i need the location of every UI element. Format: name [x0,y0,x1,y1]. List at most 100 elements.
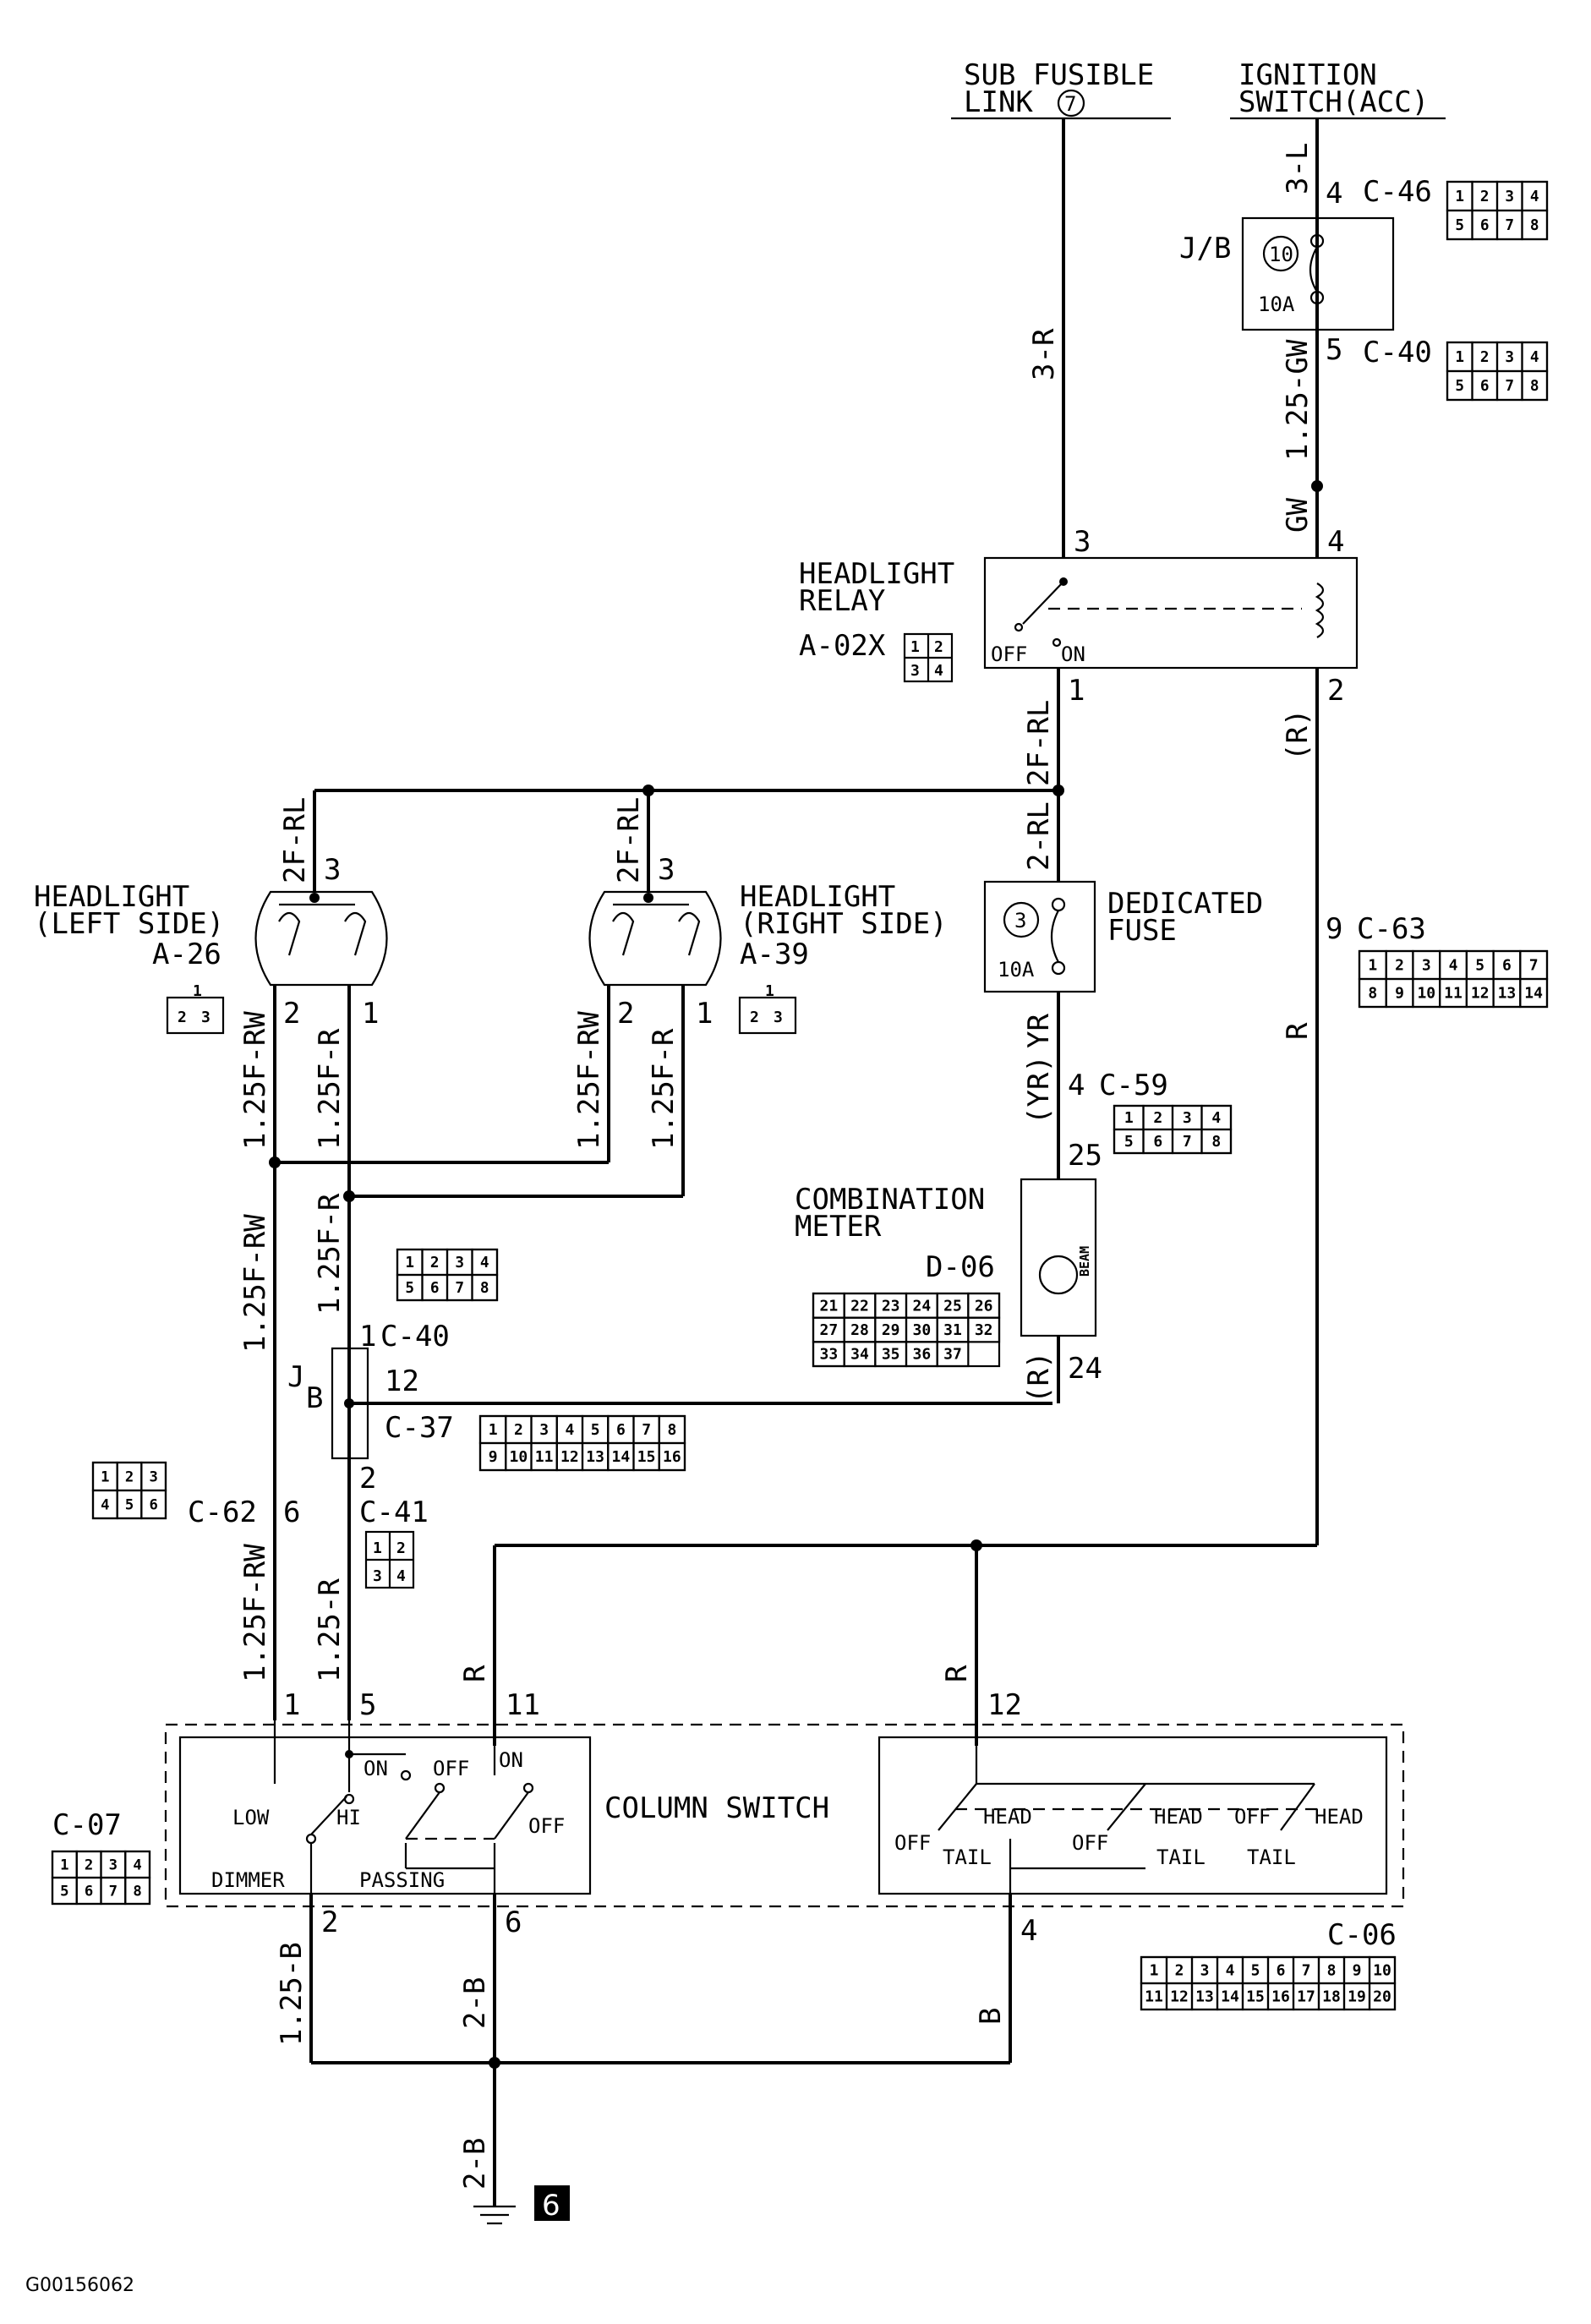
connector-pin: 34 [850,1346,869,1364]
svg-text:C-59: C-59 [1099,1069,1168,1102]
connector-c41: 1 2 3 4 [364,1530,415,1589]
svg-text:D-06: D-06 [926,1250,995,1284]
connector-pin: 9 [489,1448,498,1466]
connector-pin: 6 [1480,217,1490,234]
svg-text:DIMMER: DIMMER [211,1868,285,1892]
svg-text:1.25F-RW: 1.25F-RW [238,1544,272,1682]
connector-pin: 4 [133,1857,141,1874]
svg-text:A-26: A-26 [152,938,221,971]
svg-text:1.25-B: 1.25-B [275,1942,309,2046]
connector-pin: 3 [149,1469,157,1486]
svg-text:HEAD: HEAD [1154,1805,1203,1829]
svg-text:1.25F-RW: 1.25F-RW [238,1214,272,1353]
svg-text:FUSE: FUSE [1107,914,1177,948]
svg-text:1: 1 [283,1688,300,1722]
svg-text:3: 3 [1074,525,1091,559]
connector-pin: 30 [912,1321,931,1339]
connector-pin: 3 [539,1421,549,1439]
svg-text:2F-RL: 2F-RL [278,797,312,883]
svg-text:LINK: LINK [964,85,1033,119]
svg-text:3: 3 [373,1567,382,1585]
connector-pin: 2 [1480,349,1490,366]
svg-text:4: 4 [1068,1069,1085,1102]
connector-pin: 12 [1471,985,1490,1003]
connector-pin: 14 [1221,1988,1239,2006]
svg-text:R: R [458,1665,492,1682]
connector-pin: 15 [1246,1988,1265,2006]
connector-pin: 3 [1200,1962,1210,1980]
connector-pin: 3 [109,1857,118,1874]
connector-pin: 7 [642,1421,651,1439]
svg-text:A-02X: A-02X [799,629,886,663]
connector-pin: 7 [109,1884,118,1900]
svg-text:6: 6 [505,1906,522,1939]
connector-pin: 10 [1373,1962,1391,1980]
svg-text:10A: 10A [998,958,1035,982]
connector-pin: 12 [1170,1988,1189,2006]
svg-text:2: 2 [283,997,300,1031]
svg-text:(R): (R) [1022,1352,1056,1403]
combination-meter: BEAM COMBINATION METER D-06 [795,1178,1097,1337]
connector-pin: 2 [1153,1109,1162,1127]
column-switch-outline [164,1723,1405,1908]
connector-pin: 6 [1480,378,1490,395]
svg-text:2F-RL: 2F-RL [612,797,646,883]
svg-text:ON: ON [364,1757,388,1780]
connector-pin: 6 [1153,1133,1162,1151]
svg-text:IGNITION: IGNITION [1238,58,1377,92]
junction-block-top: J/B 10 10A [1179,216,1395,331]
svg-text:OFF: OFF [1072,1831,1108,1855]
svg-text:1.25-R: 1.25-R [313,1578,347,1682]
svg-text:DEDICATED: DEDICATED [1107,887,1263,921]
connector-pin: 5 [125,1497,134,1514]
svg-text:2: 2 [1327,674,1344,708]
svg-text:2-RL: 2-RL [1022,801,1056,871]
svg-text:(RIGHT SIDE): (RIGHT SIDE) [740,907,948,941]
connector-pin: 21 [819,1297,838,1315]
svg-text:HEADLIGHT: HEADLIGHT [34,880,189,914]
svg-text:4: 4 [934,662,943,680]
svg-text:7: 7 [1064,92,1076,116]
svg-text:SUB FUSIBLE: SUB FUSIBLE [964,58,1154,92]
svg-text:2-B: 2-B [458,1977,492,2029]
connector-pin: 8 [1327,1962,1337,1980]
connector-pin: 23 [882,1297,900,1315]
connector-pin: 31 [943,1321,962,1339]
connector-pin: 3 [1422,957,1431,975]
connector-pin: 24 [912,1297,931,1315]
connector-pin: 13 [1498,985,1517,1003]
connector-pin: 9 [1353,1962,1362,1980]
connector-pin: 7 [1505,217,1514,234]
connector-pin: 2 [85,1857,93,1874]
svg-text:TAIL: TAIL [943,1846,992,1869]
connector-a39: 1 2 3 [738,982,797,1035]
headlight-right: HEADLIGHT (RIGHT SIDE) A-39 [588,880,948,987]
svg-text:3: 3 [658,853,675,887]
connector-pin: 4 [1530,189,1539,205]
connector-pin: 4 [1211,1109,1221,1127]
ignition-switch-label: IGNITION SWITCH(ACC) [1230,58,1446,120]
svg-text:HEAD: HEAD [1315,1805,1364,1829]
connector-pin: 35 [882,1346,900,1364]
svg-text:OFF: OFF [894,1831,931,1855]
svg-text:3: 3 [1014,909,1026,932]
connector-pin: 1 [489,1421,498,1439]
svg-text:OFF: OFF [433,1757,469,1780]
svg-text:COLUMN SWITCH: COLUMN SWITCH [604,1791,829,1825]
connector-pin: 14 [612,1448,631,1466]
connector-pin: 1 [1124,1109,1134,1127]
connector-pin: 8 [1530,378,1539,395]
connector-pin: 18 [1322,1988,1341,2006]
connector-pin: 2 [125,1469,134,1486]
connector-pin: 2 [1480,189,1490,205]
connector-pin: 5 [405,1280,414,1297]
svg-text:C-40: C-40 [1363,336,1432,369]
connector-pin: 27 [819,1321,838,1339]
connector-pin: 6 [85,1884,93,1900]
svg-text:COMBINATION: COMBINATION [795,1183,985,1217]
svg-text:1: 1 [373,1539,382,1557]
connector-pin: 8 [1211,1133,1221,1151]
